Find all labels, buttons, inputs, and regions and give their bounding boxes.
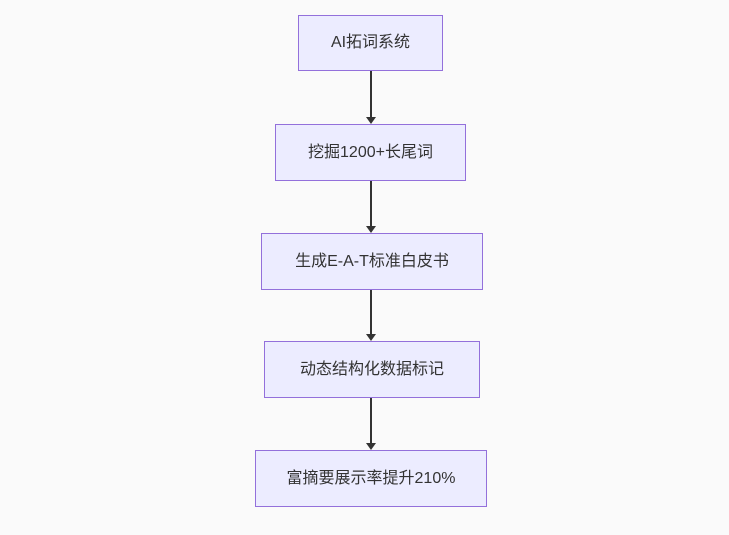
- flow-node-label: 生成E-A-T标准白皮书: [295, 252, 449, 270]
- flow-node-ai-keyword-system: AI拓词系统: [298, 15, 443, 71]
- flow-node-structured-data-markup: 动态结构化数据标记: [264, 341, 480, 398]
- flow-edge-arrow-1: [370, 71, 372, 117]
- flow-node-label: 富摘要展示率提升210%: [286, 469, 456, 487]
- flow-edge-arrow-2: [370, 181, 372, 226]
- flow-node-longtail-mining: 挖掘1200+长尾词: [275, 124, 466, 181]
- flow-node-label: AI拓词系统: [330, 34, 411, 51]
- flow-node-rich-snippet-result: 富摘要展示率提升210%: [255, 450, 487, 507]
- flow-node-eat-whitepaper: 生成E-A-T标准白皮书: [261, 233, 483, 290]
- flow-node-label: 动态结构化数据标记: [299, 360, 444, 378]
- flow-edge-arrow-4: [370, 398, 372, 443]
- flow-edge-arrow-3: [370, 290, 372, 334]
- flow-node-label: 挖掘1200+长尾词: [308, 143, 433, 161]
